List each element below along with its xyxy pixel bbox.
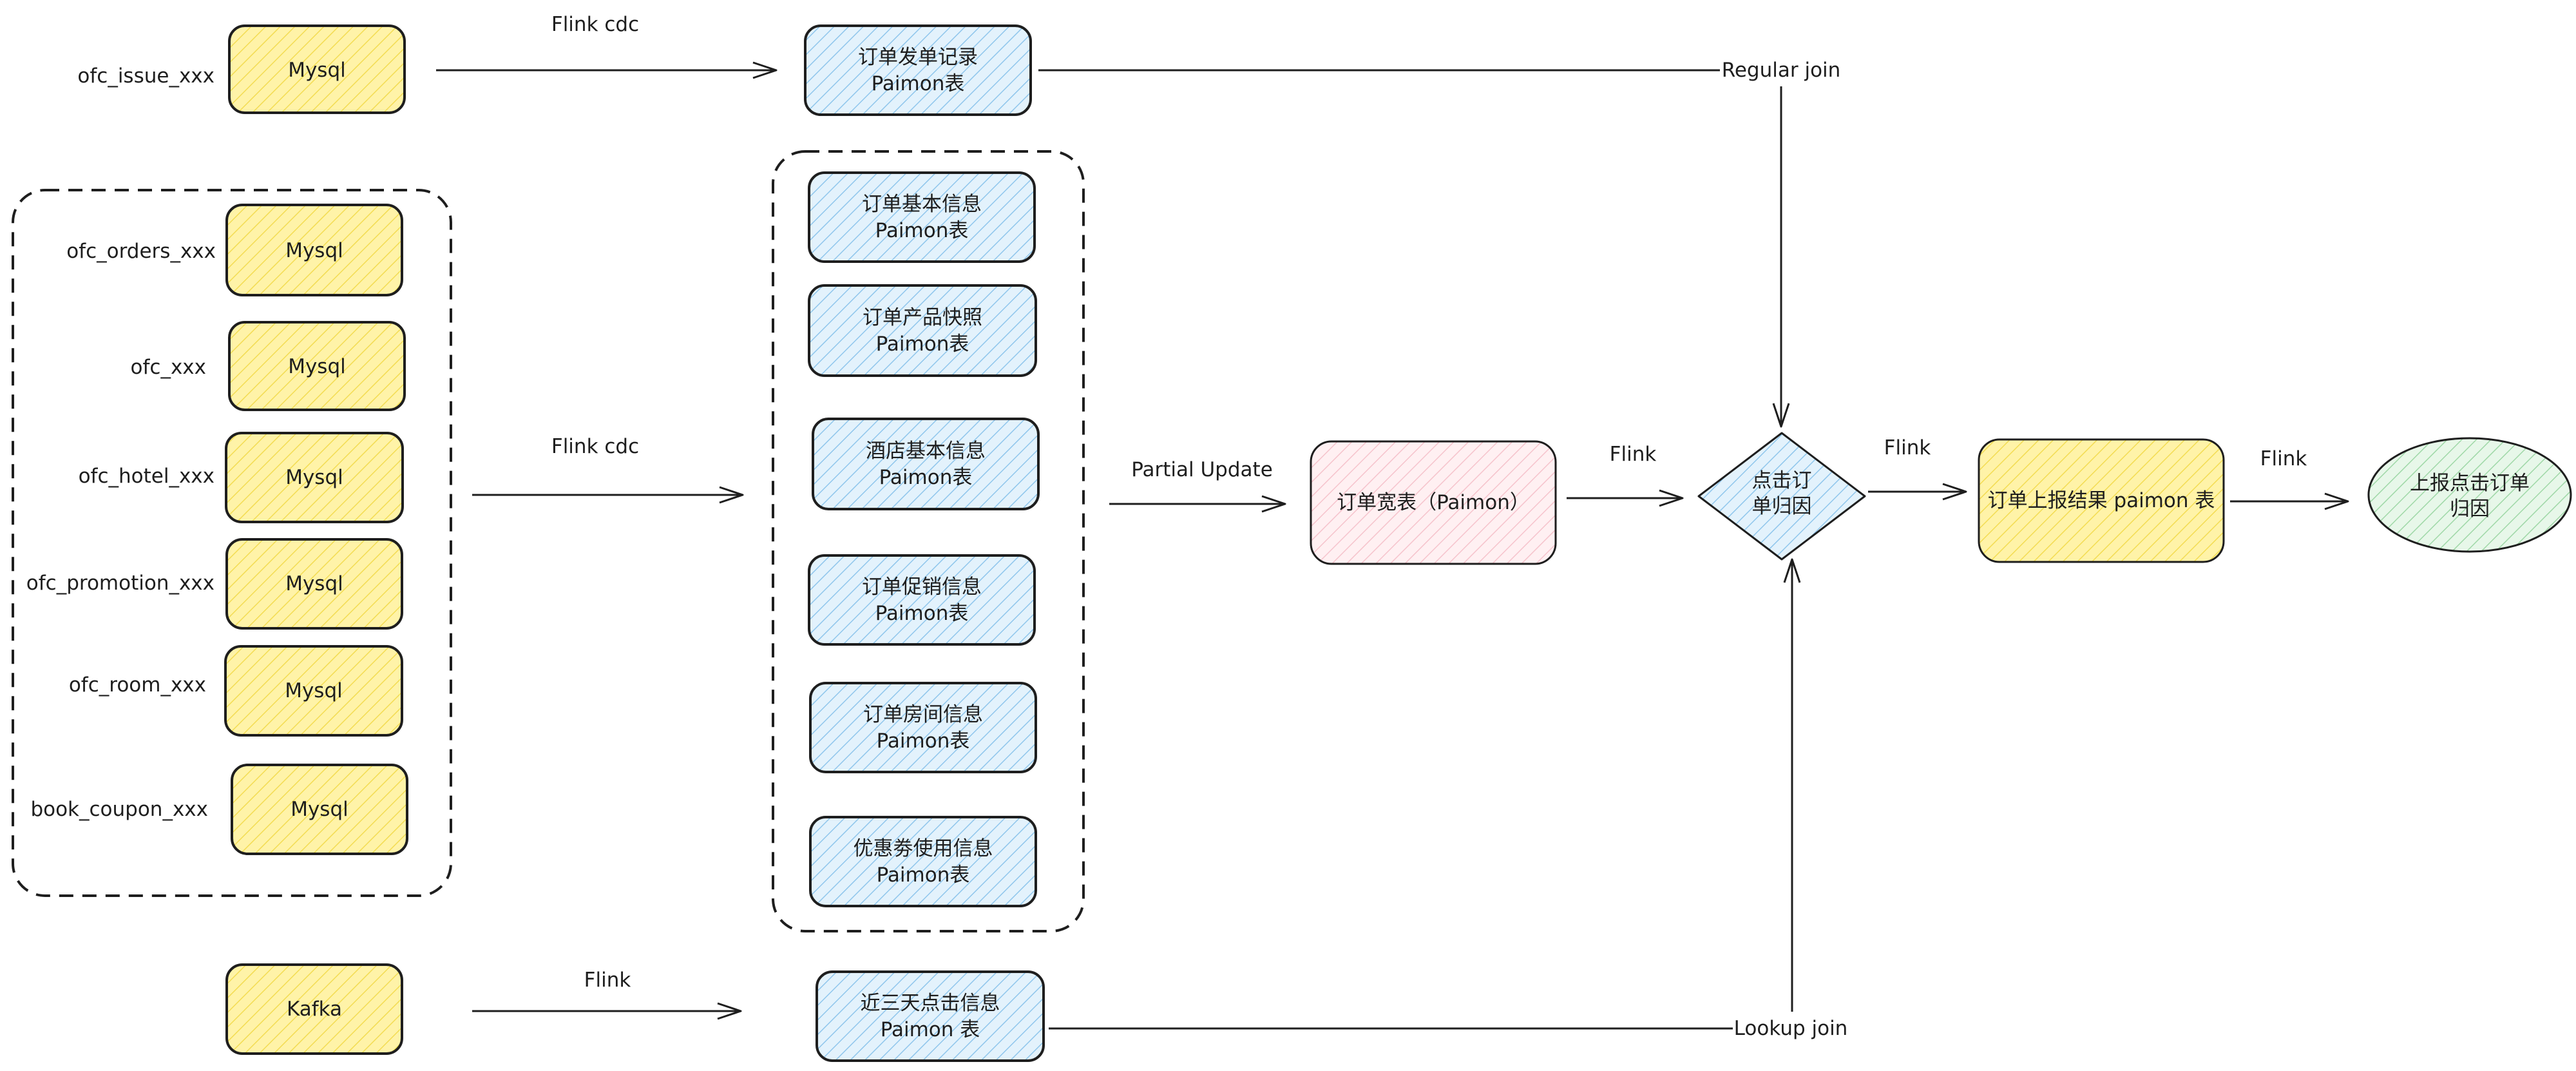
source-label-issue: ofc_issue_xxx <box>77 64 215 88</box>
result-table-label: 订单上报结果 paimon 表 <box>1988 489 2215 512</box>
edge-label-regular-join: Regular join <box>1722 59 1841 82</box>
final-line2: 归因 <box>2450 497 2490 521</box>
source-group-container <box>12 189 452 897</box>
mysql-box-room-label: Mysql <box>285 679 343 702</box>
paimon-click-3days-line2: Paimon 表 <box>881 1018 980 1041</box>
paimon-issue-record-line2: Paimon表 <box>872 72 965 95</box>
final-node: 上报点击订单 归因 <box>2367 437 2572 553</box>
paimon-coupon-usage-line1: 优惠劵使用信息 <box>854 837 993 860</box>
paimon-promotion-info-line2: Paimon表 <box>875 602 969 625</box>
paimon-hotel-basic: 酒店基本信息 Paimon表 <box>812 418 1040 510</box>
edge-label-flink-final: Flink <box>2260 447 2307 470</box>
paimon-room-info: 订单房间信息 Paimon表 <box>809 682 1037 773</box>
paimon-click-3days: 近三天点击信息 Paimon 表 <box>816 970 1045 1062</box>
edge-lookup-join <box>1049 558 1801 1030</box>
mysql-box-coupon: Mysql <box>231 764 408 855</box>
paimon-order-basic-line2: Paimon表 <box>875 219 969 242</box>
paimon-product-snapshot: 订单产品快照 Paimon表 <box>808 284 1037 377</box>
source-labels: ofc_issue_xxx ofc_orders_xxx ofc_xxx ofc… <box>26 64 216 821</box>
wide-table-label: 订单宽表（Paimon） <box>1337 491 1530 514</box>
paimon-coupon-usage-line2: Paimon表 <box>877 864 970 887</box>
paimon-order-basic: 订单基本信息 Paimon表 <box>808 171 1036 263</box>
edge-label-flink-kafka: Flink <box>584 969 631 992</box>
kafka-box: Kafka <box>225 963 403 1055</box>
decision-line1: 点击订 <box>1752 469 1812 492</box>
edge-label-cdc-top: Flink cdc <box>551 13 639 36</box>
final-line1: 上报点击订单 <box>2410 472 2530 495</box>
paimon-click-3days-line1: 近三天点击信息 <box>861 992 1000 1015</box>
result-table-node: 订单上报结果 paimon 表 <box>1978 438 2225 563</box>
source-label-promotion: ofc_promotion_xxx <box>26 572 215 595</box>
edge-label-flink-result: Flink <box>1884 436 1931 459</box>
paimon-coupon-usage: 优惠劵使用信息 Paimon表 <box>809 816 1037 907</box>
mysql-box-coupon-label: Mysql <box>291 798 348 821</box>
source-boxes: Mysql Mysql Mysql Mysql Mysql Mysql Mysq… <box>224 24 408 1055</box>
wide-table-node: 订单宽表（Paimon） <box>1310 440 1557 565</box>
mysql-box-orders-label: Mysql <box>285 239 343 262</box>
decision-node: 点击订 单归因 <box>1697 432 1866 561</box>
paimon-product-snapshot-line2: Paimon表 <box>876 333 969 356</box>
paimon-issue-record: 订单发单记录 Paimon表 <box>804 24 1032 116</box>
paimon-promotion-info-line1: 订单促销信息 <box>862 575 982 599</box>
mysql-box-issue-label: Mysql <box>288 59 346 82</box>
edge-label-lookup-join: Lookup join <box>1734 1017 1848 1040</box>
paimon-hotel-basic-line1: 酒店基本信息 <box>866 439 986 463</box>
source-label-room: ofc_room_xxx <box>69 673 206 697</box>
edge-label-partial-update: Partial Update <box>1131 458 1273 481</box>
mysql-box-hotel-label: Mysql <box>285 466 343 489</box>
source-label-ofc: ofc_xxx <box>131 356 206 379</box>
mysql-box-ofc-label: Mysql <box>288 355 346 378</box>
mysql-box-promotion-label: Mysql <box>285 572 343 595</box>
kafka-box-label: Kafka <box>287 998 342 1021</box>
paimon-hotel-basic-line2: Paimon表 <box>879 466 973 489</box>
source-label-hotel: ofc_hotel_xxx <box>79 465 215 488</box>
edge-label-flink-decision: Flink <box>1610 443 1657 466</box>
mysql-box-orders: Mysql <box>225 204 403 296</box>
paimon-order-basic-line1: 订单基本信息 <box>862 193 982 216</box>
paimon-product-snapshot-line1: 订单产品快照 <box>863 306 982 329</box>
mysql-box-hotel: Mysql <box>225 432 404 523</box>
paimon-room-info-line2: Paimon表 <box>877 729 970 753</box>
mysql-box-issue: Mysql <box>228 24 406 114</box>
source-label-coupon: book_coupon_xxx <box>30 798 208 821</box>
mysql-box-ofc: Mysql <box>228 321 406 411</box>
edge-label-cdc-mid: Flink cdc <box>551 435 639 458</box>
paimon-issue-record-line1: 订单发单记录 <box>858 46 978 69</box>
edge-regular-join <box>1038 69 1790 428</box>
decision-line2: 单归因 <box>1752 495 1812 518</box>
paimon-promotion-info: 订单促销信息 Paimon表 <box>808 554 1036 646</box>
mysql-box-room: Mysql <box>224 645 403 737</box>
paimon-tables: 订单发单记录 Paimon表 订单基本信息 Paimon表 订单产品快照 Pai… <box>804 24 1045 1062</box>
paimon-room-info-line1: 订单房间信息 <box>863 703 983 726</box>
mysql-box-promotion: Mysql <box>225 538 403 630</box>
paimon-group-container <box>772 150 1085 932</box>
source-label-orders: ofc_orders_xxx <box>66 240 216 263</box>
